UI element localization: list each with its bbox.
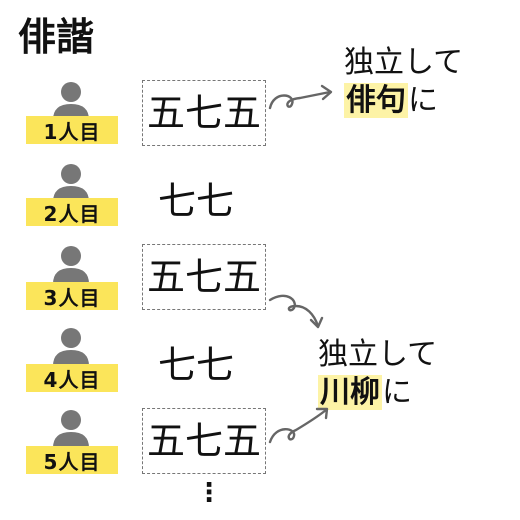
- arrow-from-row5: [268, 408, 328, 444]
- verse-box: 五七五: [142, 80, 266, 146]
- person-icon: [53, 246, 89, 284]
- verse-box: 五七五: [142, 244, 266, 310]
- verse-text: 五七五: [146, 91, 261, 135]
- arrowhead: [315, 407, 329, 420]
- verse-text: 五七五: [146, 255, 261, 299]
- senryu-note: 独立して 川柳に: [318, 336, 437, 411]
- person-label: 3人目: [26, 282, 118, 310]
- note-line: 独立して: [318, 337, 438, 372]
- person-label: 2人目: [26, 198, 118, 226]
- arrow-from-row3: [268, 294, 320, 328]
- person-icon: [53, 410, 89, 448]
- person-label: 4人目: [26, 364, 118, 392]
- diagram-title: 俳諧: [18, 15, 95, 59]
- arrowhead: [320, 84, 333, 101]
- verse-plain: 七七: [134, 332, 258, 398]
- continuation-dots: ⋮: [196, 478, 222, 508]
- person-icon: [53, 328, 89, 366]
- note-line: 独立して: [344, 45, 464, 80]
- verse-text: 五七五: [146, 419, 261, 463]
- arrowhead: [309, 316, 324, 329]
- verse-box: 五七五: [142, 408, 266, 474]
- haiku-note: 独立して 俳句に: [344, 44, 463, 119]
- verse-text: 七七: [157, 343, 234, 387]
- verse-text: 七七: [157, 179, 234, 223]
- haiku-highlight: 俳句: [344, 82, 408, 118]
- arrow-to-haiku: [268, 90, 332, 110]
- person-label: 5人目: [26, 446, 118, 474]
- note-suffix: に: [382, 374, 412, 410]
- verse-plain: 七七: [134, 168, 258, 234]
- senryu-highlight: 川柳: [318, 374, 382, 410]
- person-label: 1人目: [26, 116, 118, 144]
- note-suffix: に: [408, 82, 438, 118]
